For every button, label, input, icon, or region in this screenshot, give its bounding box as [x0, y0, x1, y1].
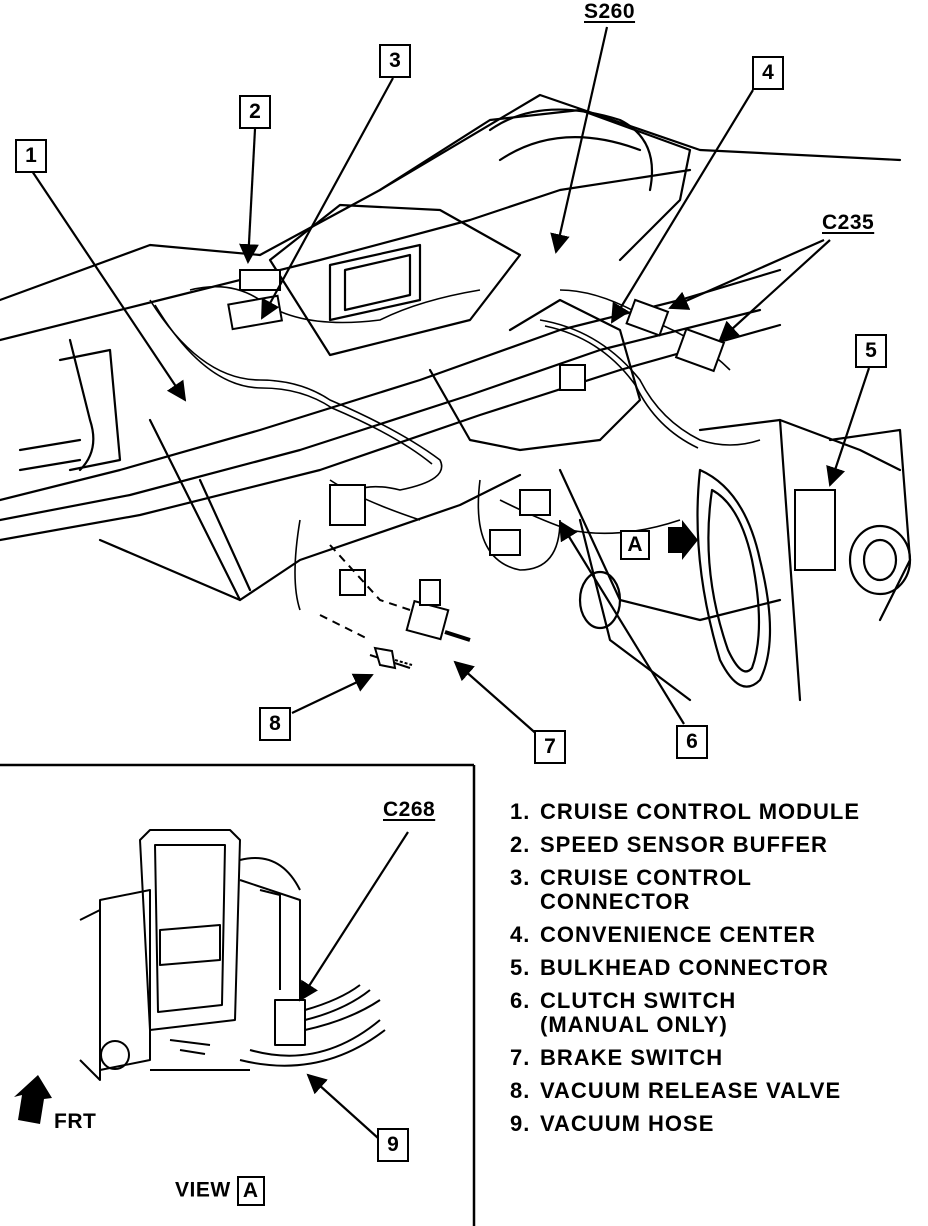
legend-item: 1. CRUISE CONTROL MODULE — [510, 800, 920, 824]
legend-number: 1. — [510, 799, 531, 824]
legend-text: CLUTCH SWITCH (MANUAL ONLY) — [540, 988, 737, 1037]
legend-text: VACUUM RELEASE VALVE — [540, 1078, 842, 1103]
connector-c235-label: C235 — [822, 211, 875, 234]
legend-number: 3. — [510, 865, 531, 890]
callout-7: 7 — [534, 730, 566, 764]
vacuum-valve-drawing — [319, 544, 471, 670]
legend-item: 9. VACUUM HOSE — [510, 1112, 920, 1136]
inset-border — [0, 763, 476, 1226]
callout-4: 4 — [752, 56, 784, 90]
inset-leader-lines — [298, 831, 409, 1139]
legend-text: CRUISE CONTROL CONNECTOR — [540, 865, 752, 914]
legend-item: 6. CLUTCH SWITCH (MANUAL ONLY) — [510, 989, 920, 1037]
components — [227, 269, 836, 641]
legend-number: 4. — [510, 922, 531, 947]
dashboard-outline — [0, 93, 912, 702]
inset-pedal-bracket — [79, 829, 386, 1081]
legend-number: 7. — [510, 1045, 531, 1070]
view-label: VIEW — [175, 1178, 231, 1202]
callout-1: 1 — [15, 139, 47, 173]
legend-item: 8. VACUUM RELEASE VALVE — [510, 1079, 920, 1103]
legend-number: 9. — [510, 1111, 531, 1136]
legend-number: 6. — [510, 988, 531, 1013]
leader-lines — [31, 26, 871, 738]
callout-5: 5 — [855, 334, 887, 368]
view-a-marker: A — [620, 530, 650, 560]
legend-item: 7. BRAKE SWITCH — [510, 1046, 920, 1070]
legend-number: 5. — [510, 955, 531, 980]
connector-s260-label: S260 — [584, 0, 636, 23]
front-label: FRT — [54, 1110, 97, 1133]
legend-text: VACUUM HOSE — [540, 1111, 715, 1136]
callout-9: 9 — [377, 1128, 409, 1162]
component-legend: 1. CRUISE CONTROL MODULE 2. SPEED SENSOR B… — [510, 800, 920, 1145]
view-a-inset-marker: A — [236, 1176, 265, 1206]
legend-text: BULKHEAD CONNECTOR — [540, 955, 829, 980]
callout-2: 2 — [239, 95, 271, 129]
view-arrow — [668, 520, 698, 560]
legend-number: 8. — [510, 1078, 531, 1103]
legend-item: 4. CONVENIENCE CENTER — [510, 923, 920, 947]
legend-text: CRUISE CONTROL MODULE — [540, 799, 861, 824]
legend-item: 3. CRUISE CONTROL CONNECTOR — [510, 866, 920, 914]
wiring-harness — [149, 285, 761, 611]
callout-3: 3 — [379, 44, 411, 78]
front-arrow-icon — [14, 1075, 52, 1124]
callout-8: 8 — [259, 707, 291, 741]
legend-item: 5. BULKHEAD CONNECTOR — [510, 956, 920, 980]
legend-number: 2. — [510, 832, 531, 857]
legend-item: 2. SPEED SENSOR BUFFER — [510, 833, 920, 857]
callout-6: 6 — [676, 725, 708, 759]
legend-text: SPEED SENSOR BUFFER — [540, 832, 828, 857]
legend-text: BRAKE SWITCH — [540, 1045, 724, 1070]
connector-c268-label: C268 — [383, 798, 436, 821]
legend-text: CONVENIENCE CENTER — [540, 922, 816, 947]
